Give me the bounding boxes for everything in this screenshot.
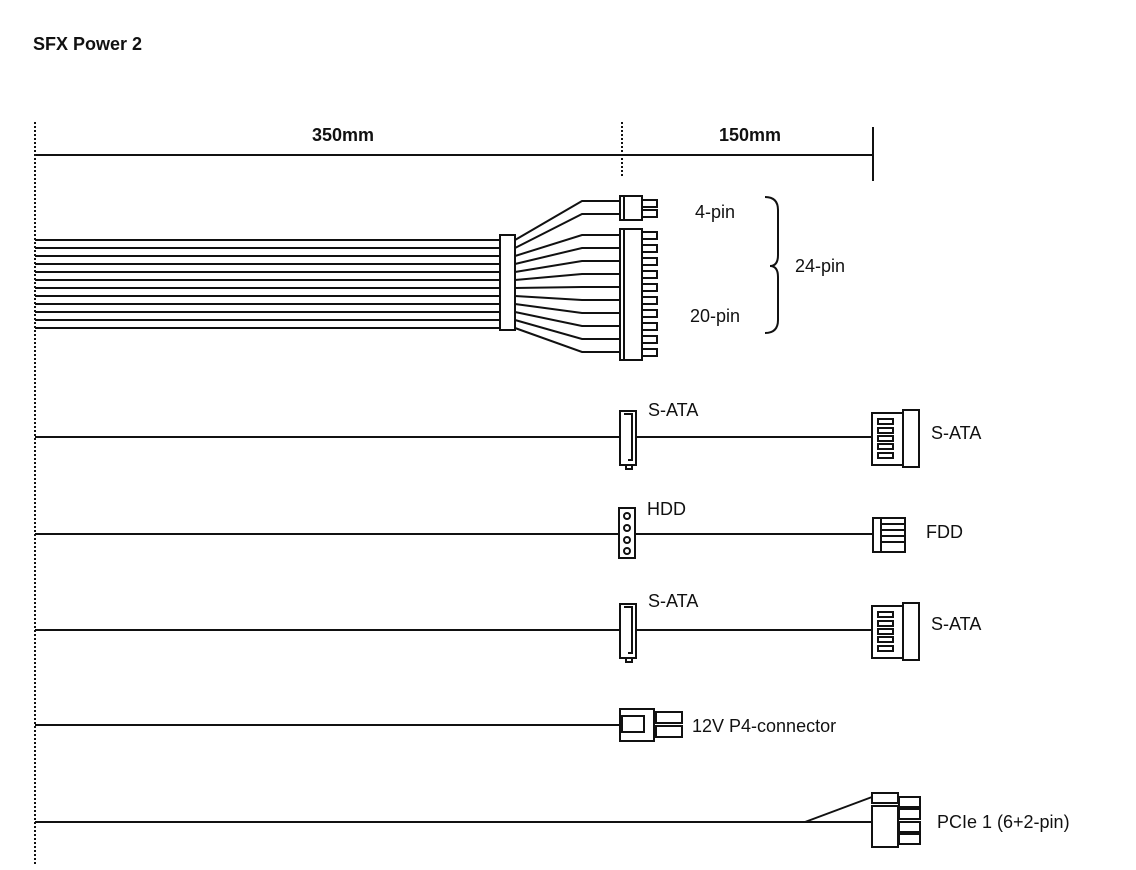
pin: [641, 296, 658, 305]
brace-icon: [764, 196, 779, 334]
wire: [514, 303, 620, 314]
pin: [641, 209, 658, 218]
sata2-mid-label: S-ATA: [648, 591, 698, 611]
pin: [641, 270, 658, 279]
page-title: SFX Power 2: [33, 34, 142, 54]
pin: [641, 322, 658, 331]
20pin-connector-icon: [619, 228, 643, 361]
p4-label: 12V P4-connector: [692, 716, 836, 736]
pin: [641, 309, 658, 318]
sata-connector-icon: [619, 410, 637, 466]
pin: [641, 348, 658, 357]
molex-cable: HDD FDD: [35, 499, 963, 559]
sata-cable-1: S-ATA S-ATA: [35, 400, 981, 470]
label-24pin: 24-pin: [795, 256, 845, 276]
pin: [641, 199, 658, 208]
wire: [514, 247, 620, 265]
ruler-label-350: 350mm: [312, 125, 374, 145]
pin: [641, 231, 658, 240]
sata2-end-label: S-ATA: [931, 614, 981, 634]
pcie-label: PCIe 1 (6+2-pin): [937, 812, 1070, 832]
wire: [514, 234, 620, 257]
pin: [641, 283, 658, 292]
pin: [641, 335, 658, 344]
wire: [514, 200, 620, 241]
molex-connector-icon: [618, 507, 636, 559]
label-20pin: 20-pin: [690, 306, 740, 326]
pcie-connector-icon: [871, 792, 921, 848]
atx-24pin-cable: [35, 195, 658, 361]
p4-connector-icon: [619, 708, 683, 742]
length-ruler: 350mm 150mm: [34, 122, 874, 866]
wire: [514, 295, 620, 301]
wire: [514, 327, 620, 353]
wire: [514, 311, 620, 327]
p4-cable: 12V P4-connector: [35, 708, 836, 742]
pcie-cable: PCIe 1 (6+2-pin): [35, 792, 1070, 848]
pin: [641, 244, 658, 253]
fdd-connector-icon: [872, 517, 906, 553]
wire: [514, 213, 620, 249]
wire: [514, 260, 620, 273]
wire: [514, 286, 620, 289]
sata-power-connector-icon: [871, 602, 920, 661]
sata-connector-icon: [619, 603, 637, 659]
ruler-label-150: 150mm: [719, 125, 781, 145]
wire: [514, 319, 620, 340]
hdd-label: HDD: [647, 499, 686, 519]
pin: [641, 257, 658, 266]
cable-sleeve: [499, 234, 516, 331]
wire: [514, 273, 620, 281]
sata-cable-2: S-ATA S-ATA: [35, 591, 981, 663]
sata1-mid-label: S-ATA: [648, 400, 698, 420]
fdd-label: FDD: [926, 522, 963, 542]
label-4pin: 4-pin: [695, 202, 735, 222]
sata1-end-label: S-ATA: [931, 423, 981, 443]
sata-power-connector-icon: [871, 409, 920, 468]
